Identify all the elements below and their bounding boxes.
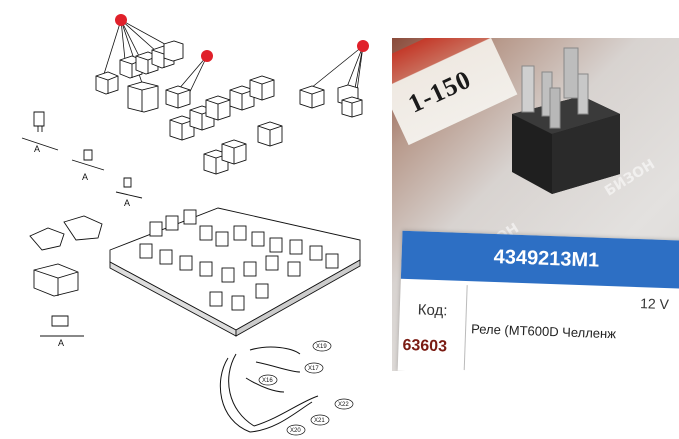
product-description: Реле (MT600D Челленж (470, 321, 617, 342)
code-label: Код: (417, 301, 448, 320)
dimension-label: A (34, 144, 40, 154)
code-value: 63603 (402, 336, 448, 356)
price-label-card: 4349213M1 Код: 63603 12 V Реле (MT600D Ч… (397, 230, 679, 371)
callout-lines (103, 19, 364, 105)
clip-group (29, 215, 103, 297)
connector-label: X16 (262, 378, 273, 384)
connector-labels (258, 340, 354, 436)
callout-dot (357, 40, 369, 52)
ruler-text: 1-150 (403, 64, 476, 119)
label-header: 4349213M1 (400, 230, 679, 290)
parts-exploded-diagram: A A A A (21, 14, 369, 436)
relay-photo (512, 47, 620, 194)
dimension-label: A (124, 198, 130, 208)
connector-label: X19 (316, 344, 327, 350)
wiring-harness (219, 346, 319, 433)
dimension-label: A (58, 338, 64, 348)
circuit-board (109, 207, 361, 337)
product-photo: 1-150 БИЗОН БИЗОН 4349213M1 Код: 63603 1… (392, 38, 679, 371)
connector-label: X20 (290, 428, 301, 434)
callout-dot (201, 50, 213, 62)
connector-label: X21 (314, 418, 325, 424)
connector-label: X22 (338, 402, 349, 408)
voltage: 12 V (639, 295, 670, 313)
connector-label: X17 (308, 366, 319, 372)
label-divider (463, 285, 468, 371)
callout-dot (115, 14, 127, 26)
relay-group (95, 40, 363, 175)
fuse-group (21, 111, 143, 337)
dimension-label: A (82, 172, 88, 182)
part-number: 4349213M1 (493, 246, 600, 272)
